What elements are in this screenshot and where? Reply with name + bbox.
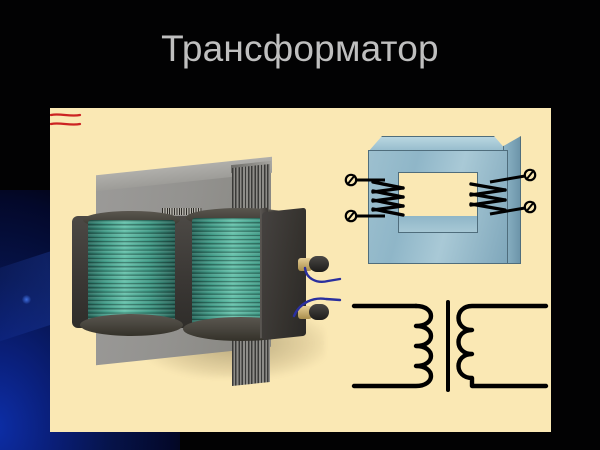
right-terminal-upper-icon bbox=[523, 168, 537, 182]
circuit-symbol-drawing bbox=[351, 300, 549, 392]
terminal-post-upper-cap bbox=[309, 256, 329, 272]
illustration-panel bbox=[50, 108, 551, 432]
figure-transformer-circuit-symbol bbox=[350, 286, 550, 406]
right-terminal-lead-lower bbox=[489, 206, 526, 216]
background-glow-dot bbox=[22, 295, 31, 304]
terminal-post-upper-brass bbox=[298, 258, 312, 271]
page-title: Трансформатор bbox=[161, 28, 439, 69]
secondary-lead-wire-lower-icon bbox=[292, 297, 342, 318]
right-terminal-lower-icon bbox=[523, 200, 537, 214]
left-coil-bottom-flange bbox=[80, 314, 183, 336]
left-terminal-lower-icon bbox=[344, 209, 358, 223]
left-winding-turns-icon bbox=[371, 180, 405, 217]
primary-lead-wires-icon bbox=[50, 113, 82, 126]
right-winding-turns-icon bbox=[469, 182, 507, 212]
primary-coil bbox=[88, 220, 175, 324]
figure-photoreal-transformer bbox=[50, 108, 342, 432]
right-terminal-lead-upper bbox=[489, 174, 526, 184]
terminal-post-lower-brass bbox=[298, 306, 312, 319]
figure-core-winding-diagram bbox=[344, 130, 545, 275]
terminal-post-lower-cap bbox=[309, 304, 329, 320]
symbol-secondary-coil-icon bbox=[456, 303, 549, 389]
left-terminal-upper-icon bbox=[344, 173, 358, 187]
core-diagram-overlay bbox=[344, 168, 537, 223]
secondary-lead-wire-upper-icon bbox=[303, 266, 342, 283]
core-window-inner-lip bbox=[398, 216, 478, 233]
wire-bundle bbox=[162, 208, 202, 215]
symbol-primary-coil-icon bbox=[351, 303, 434, 389]
